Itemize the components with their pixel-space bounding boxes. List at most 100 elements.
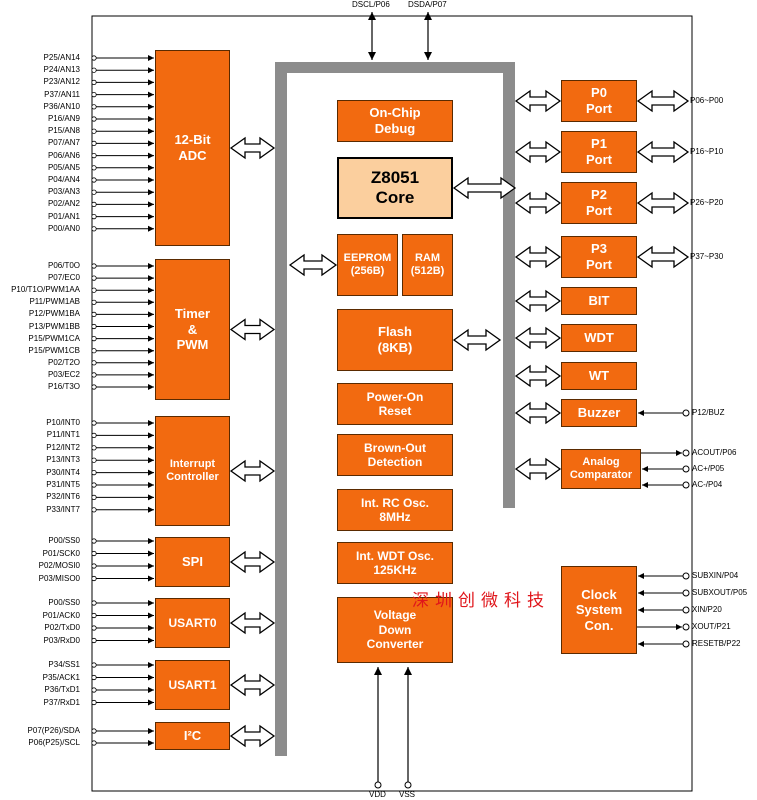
pin-dot-usart0-0 xyxy=(91,600,97,606)
pin-arrow-clock-2 xyxy=(638,607,683,613)
pin-arrow-usart0-0 xyxy=(96,600,154,606)
pin-label-comp-2: AC-/P04 xyxy=(692,480,723,489)
pin-adc-5: P16/AN9 xyxy=(47,114,80,123)
pin-i2c-0: P07(P26)/SDA xyxy=(27,726,80,735)
block-adc: 12-Bit ADC xyxy=(155,50,230,246)
block-spi: SPI xyxy=(155,537,230,587)
pin-arrow-adc-2 xyxy=(96,79,154,86)
pin-timer-0: P06/T0O xyxy=(47,261,80,270)
pin-arrow-clock-3 xyxy=(637,624,682,630)
block-p1: P1 Port xyxy=(561,131,637,173)
pin-dot-adc-11 xyxy=(91,189,97,195)
pin-arrow-clock-1 xyxy=(638,590,683,596)
top-pin-line-0 xyxy=(368,12,376,60)
pin-arrow-timer-3 xyxy=(96,299,154,306)
pin-dot-adc-8 xyxy=(91,153,97,159)
arrow-usart1 xyxy=(229,673,276,697)
pin-dot-interrupt-6 xyxy=(91,494,97,500)
arrow-i2c xyxy=(229,724,276,748)
arrow-timer xyxy=(229,318,276,341)
pin-adc-9: P05/AN5 xyxy=(47,162,80,172)
pin-timer-7: P15/PWM1CB xyxy=(28,345,80,355)
pin-interrupt-3: P13/INT3 xyxy=(46,455,80,465)
arrow-flash xyxy=(452,328,502,352)
pin-usart0-1: P01/ACK0 xyxy=(42,610,80,620)
pin-timer-8: P02/T2O xyxy=(47,357,80,367)
pin-dot-adc-1 xyxy=(91,67,97,73)
pin-arrow-timer-0 xyxy=(96,263,154,269)
pin-arrow-adc-5 xyxy=(96,116,154,122)
block-wdtosc: Int. WDT Osc. 125KHz xyxy=(337,542,453,584)
pin-arrow-adc-10 xyxy=(96,177,154,183)
pin-adc-7: P07/AN7 xyxy=(47,138,80,148)
block-usart0: USART0 xyxy=(155,598,230,648)
pin-arrow-adc-11 xyxy=(96,189,154,196)
pin-arrow-timer-2 xyxy=(96,287,154,294)
pin-spi-0: P00/SS0 xyxy=(48,536,80,545)
pin-arrow-interrupt-2 xyxy=(96,444,154,451)
pin-dot-adc-9 xyxy=(91,165,97,171)
pin-dot-interrupt-4 xyxy=(91,469,97,476)
pin-arrow-adc-3 xyxy=(96,91,154,98)
pin-arrow-usart0-3 xyxy=(96,637,154,644)
pin-arrow-adc-1 xyxy=(96,67,154,74)
pin-interrupt-5: P31/INT5 xyxy=(46,480,80,489)
pin-arrow-interrupt-5 xyxy=(96,482,154,488)
pin-dot-usart1-2 xyxy=(91,687,97,693)
pin-adc-11: P03/AN3 xyxy=(47,187,80,197)
arrow-wdt xyxy=(514,326,562,350)
pin-arrow-adc-6 xyxy=(96,128,154,135)
arrow-p3-out xyxy=(636,245,690,269)
pin-i2c-1: P06(P25)/SCL xyxy=(28,738,80,747)
block-timer: Timer & PWM xyxy=(155,259,230,400)
arrow-comparator xyxy=(514,457,562,481)
arrow-p1-out xyxy=(636,140,690,164)
pin-arrow-adc-8 xyxy=(96,152,154,159)
pin-usart1-0: P34/SS1 xyxy=(48,660,80,669)
pin-label-p3: P37~P30 xyxy=(690,252,724,261)
pin-dot-spi-0 xyxy=(91,538,97,544)
pin-dot-usart0-2 xyxy=(91,625,97,631)
pin-arrow-interrupt-4 xyxy=(96,469,154,476)
pin-label-comp-1: AC+/P05 xyxy=(692,464,725,473)
block-p0: P0 Port xyxy=(561,80,637,122)
pin-dot-timer-9 xyxy=(91,372,97,378)
arrow-buzzer xyxy=(514,401,562,425)
pin-arrow-spi-3 xyxy=(96,575,154,582)
pin-dot-timer-1 xyxy=(91,275,97,281)
watermark: 深圳创微科技 xyxy=(412,591,550,611)
pin-dot-adc-3 xyxy=(91,92,97,98)
pin-label-p1: P16~P10 xyxy=(690,147,724,156)
pin-timer-1: P07/EC0 xyxy=(47,273,80,283)
pin-dot-usart0-1 xyxy=(91,612,97,619)
pin-arrow-interrupt-6 xyxy=(96,494,154,501)
pin-timer-9: P03/EC2 xyxy=(47,369,80,379)
pin-label-p0: P06~P00 xyxy=(690,96,724,105)
top-pin-label-0: DSCL/P06 xyxy=(352,0,390,9)
pin-dot-timer-10 xyxy=(91,384,97,390)
block-debug: On-Chip Debug xyxy=(337,100,453,142)
pin-adc-0: P25/AN14 xyxy=(43,53,80,62)
pin-arrow-i2c-1 xyxy=(96,740,154,746)
pin-arrow-timer-4 xyxy=(96,311,154,318)
pin-arrow-usart1-0 xyxy=(96,662,154,668)
pin-usart1-2: P36/TxD1 xyxy=(44,685,80,694)
pin-arrow-spi-0 xyxy=(96,538,154,544)
pin-arrow-adc-4 xyxy=(96,103,154,110)
pin-dot-clock-1 xyxy=(682,589,690,597)
pin-adc-4: P36/AN10 xyxy=(43,101,80,111)
pin-arrow-adc-14 xyxy=(96,225,154,232)
pin-usart1-3: P37/RxD1 xyxy=(43,697,80,707)
pin-adc-8: P06/AN6 xyxy=(47,150,80,160)
pin-arrow-timer-6 xyxy=(96,335,154,342)
pin-spi-2: P02/MOSI0 xyxy=(38,561,80,570)
pin-dot-adc-6 xyxy=(91,128,97,134)
top-pin-line-1 xyxy=(424,12,432,60)
pin-adc-14: P00/AN0 xyxy=(47,223,80,233)
block-rcosc: Int. RC Osc. 8MHz xyxy=(337,489,453,531)
pin-arrow-adc-0 xyxy=(96,55,154,61)
pin-dot-timer-8 xyxy=(91,360,97,366)
pin-dot-timer-6 xyxy=(91,335,97,342)
pin-dot-adc-4 xyxy=(91,104,97,110)
